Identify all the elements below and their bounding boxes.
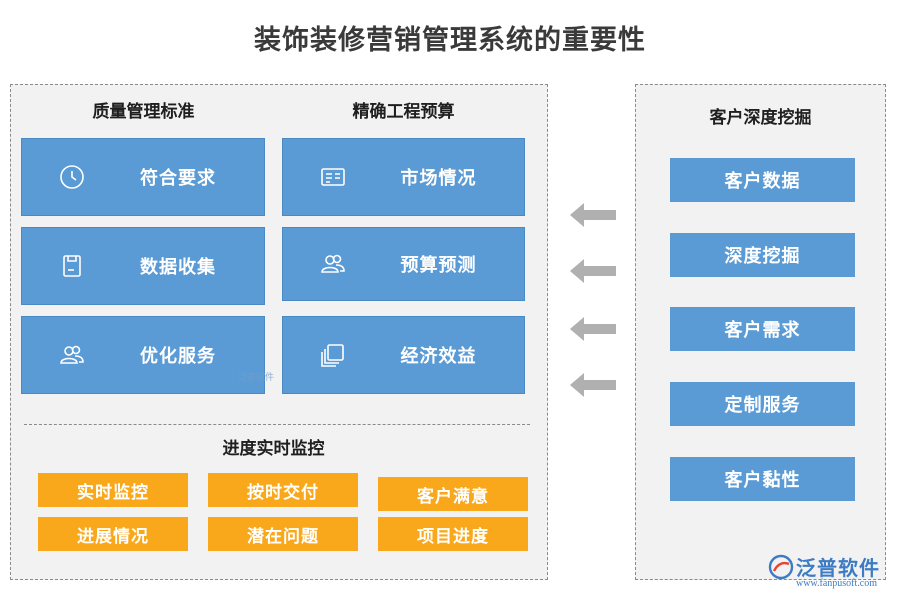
tag-project-progress: 项目进度 (378, 517, 528, 551)
watermark: 泛普软件 (238, 373, 275, 383)
arrow-left-icon (570, 259, 616, 283)
card-budget-1: 市场情况 (282, 138, 525, 216)
section-divider (24, 424, 530, 425)
card-quality-2: 数据收集 (21, 227, 265, 305)
customer-heading: 客户深度挖掘 (709, 108, 812, 128)
card-label: 符合要求 (140, 168, 216, 189)
logo-brand: 泛普软件 (796, 556, 880, 580)
card-label: 市场情况 (400, 168, 477, 189)
tag-customer-satisfaction: 客户满意 (378, 477, 528, 511)
progress-heading: 进度实时监控 (222, 439, 325, 459)
id-card-icon (319, 163, 347, 191)
card-label: 预算预测 (400, 255, 477, 276)
customer-item-needs: 客户需求 (670, 307, 855, 351)
customer-item-stickiness: 客户黏性 (670, 457, 855, 501)
budget-heading: 精确工程预算 (352, 102, 455, 122)
tag-progress-status: 进展情况 (38, 517, 188, 551)
card-label: 数据收集 (140, 257, 216, 278)
stack-icon (319, 341, 347, 369)
card-quality-1: 符合要求 (21, 138, 265, 216)
card-budget-3: 经济效益 (282, 316, 525, 394)
page-title: 装饰装修营销管理系统的重要性 (254, 25, 646, 56)
card-label: 优化服务 (140, 346, 216, 367)
card-label: 经济效益 (400, 346, 477, 367)
card-quality-3: 优化服务 (21, 316, 265, 394)
tag-realtime-monitor: 实时监控 (38, 473, 188, 507)
arrow-left-icon (570, 203, 616, 227)
customer-item-mining: 深度挖掘 (670, 233, 855, 277)
customer-item-data: 客户数据 (670, 158, 855, 202)
card-budget-2: 预算预测 (282, 227, 525, 301)
logo-icon (768, 554, 794, 580)
quality-heading: 质量管理标准 (92, 102, 195, 122)
clock-icon (58, 163, 86, 191)
customer-item-custom-service: 定制服务 (670, 382, 855, 426)
arrow-left-icon (570, 317, 616, 341)
users-icon (319, 250, 347, 278)
tag-on-time-delivery: 按时交付 (208, 473, 358, 507)
arrow-left-icon (570, 373, 616, 397)
brand-logo: 泛普软件 www.fanpusoft.com (768, 552, 893, 596)
document-icon (58, 252, 86, 280)
users-icon (58, 341, 86, 369)
logo-url: www.fanpusoft.com (796, 578, 878, 589)
tag-potential-issues: 潜在问题 (208, 517, 358, 551)
